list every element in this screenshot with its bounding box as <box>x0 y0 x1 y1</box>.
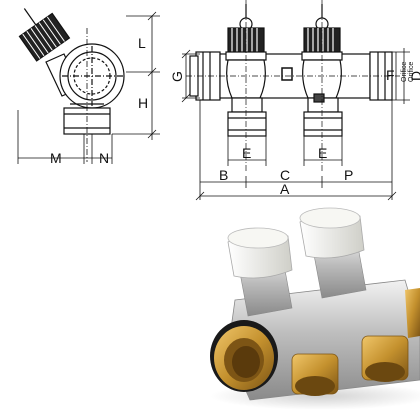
product-brass-outlet-right <box>361 335 409 382</box>
dim-label-B: B <box>219 167 228 183</box>
dim-label-E-left: E <box>242 145 251 161</box>
dim-label-G: G <box>169 71 185 82</box>
dim-label-orifice-2: Orifice <box>408 62 415 82</box>
side-valve-knob <box>18 8 71 62</box>
dim-label-C: C <box>280 167 290 183</box>
dim-label-P: P <box>344 167 353 183</box>
side-view-drawing <box>18 8 125 162</box>
product-cap-left <box>227 227 293 279</box>
dim-label-E-right: E <box>318 145 327 161</box>
dim-label-A: A <box>280 181 290 197</box>
front-view-drawing <box>186 0 400 172</box>
dim-label-D: D <box>408 71 420 81</box>
dim-label-H: H <box>138 95 148 111</box>
product-cap-right <box>299 207 365 259</box>
side-view-dimensions <box>17 11 160 164</box>
product-photo <box>210 207 420 410</box>
dim-label-F: F <box>386 67 395 83</box>
dim-label-orifice-1: Orifice <box>401 62 408 82</box>
dim-label-L: L <box>138 35 146 51</box>
product-brass-left-port <box>210 320 278 392</box>
front-view-dimensions <box>181 48 410 201</box>
dim-label-N: N <box>99 150 109 166</box>
product-brass-outlet-left <box>291 353 339 396</box>
dim-label-M: M <box>50 150 62 166</box>
